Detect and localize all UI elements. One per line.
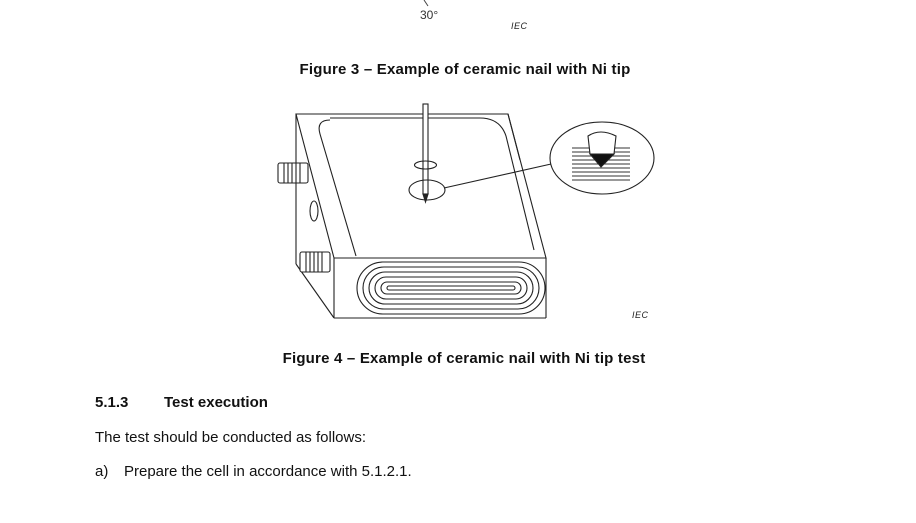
section-intro: The test should be conducted as follows: bbox=[95, 429, 366, 446]
figure3-angle-label: 30° bbox=[420, 8, 439, 22]
figure4-iec-mark: IEC bbox=[632, 310, 649, 320]
figure3-angle-tick bbox=[423, 0, 429, 7]
list-item-label: a) bbox=[95, 463, 109, 480]
figure4-caption: Figure 4 – Example of ceramic nail with … bbox=[282, 350, 646, 367]
list-item-text: Prepare the cell in accordance with 5.1.… bbox=[124, 463, 412, 480]
figure3-iec-mark: IEC bbox=[511, 21, 528, 31]
section-number: 5.1.3 bbox=[95, 394, 129, 411]
figure3-caption: Figure 3 – Example of ceramic nail with … bbox=[299, 61, 631, 78]
section-title: Test execution bbox=[164, 394, 268, 411]
